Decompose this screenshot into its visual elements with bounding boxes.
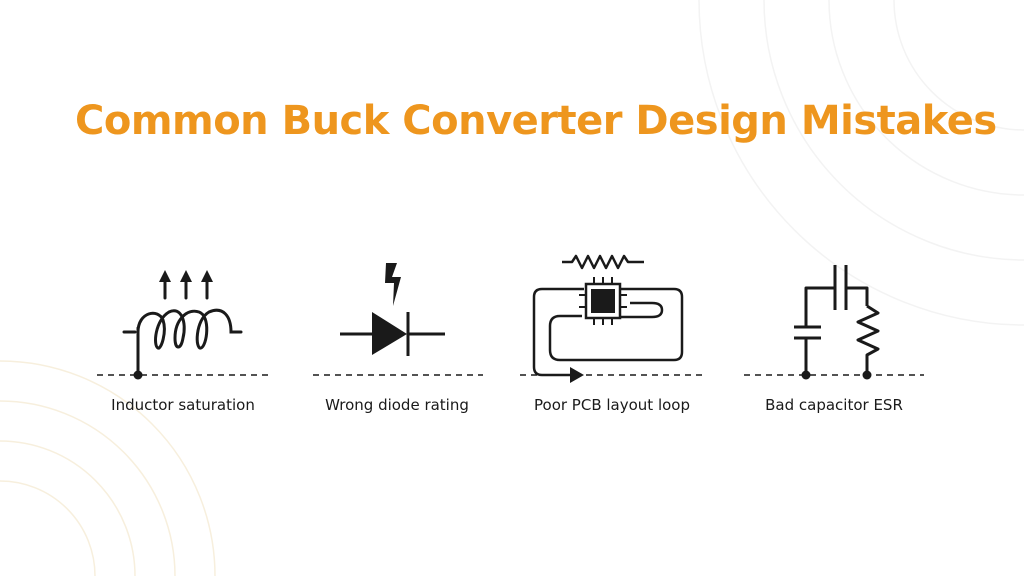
diode-lightning-icon bbox=[313, 263, 483, 376]
pcb-loop-chip-icon bbox=[520, 254, 704, 383]
mistake-card-pcb: Poor PCB layout loop bbox=[512, 250, 712, 430]
mistake-label: Poor PCB layout loop bbox=[534, 396, 690, 414]
inductor-saturation-icon bbox=[97, 270, 269, 380]
page-title: Common Buck Converter Design Mistakes bbox=[75, 98, 997, 144]
capacitor-esr-icon bbox=[744, 265, 924, 380]
mistake-label: Bad capacitor ESR bbox=[765, 396, 903, 414]
mistake-label: Inductor saturation bbox=[111, 396, 255, 414]
mistake-card-capacitor: Bad capacitor ESR bbox=[734, 250, 934, 430]
mistake-card-diode: Wrong diode rating bbox=[297, 250, 497, 430]
mistake-label: Wrong diode rating bbox=[325, 396, 469, 414]
mistake-card-inductor: Inductor saturation bbox=[83, 250, 283, 430]
